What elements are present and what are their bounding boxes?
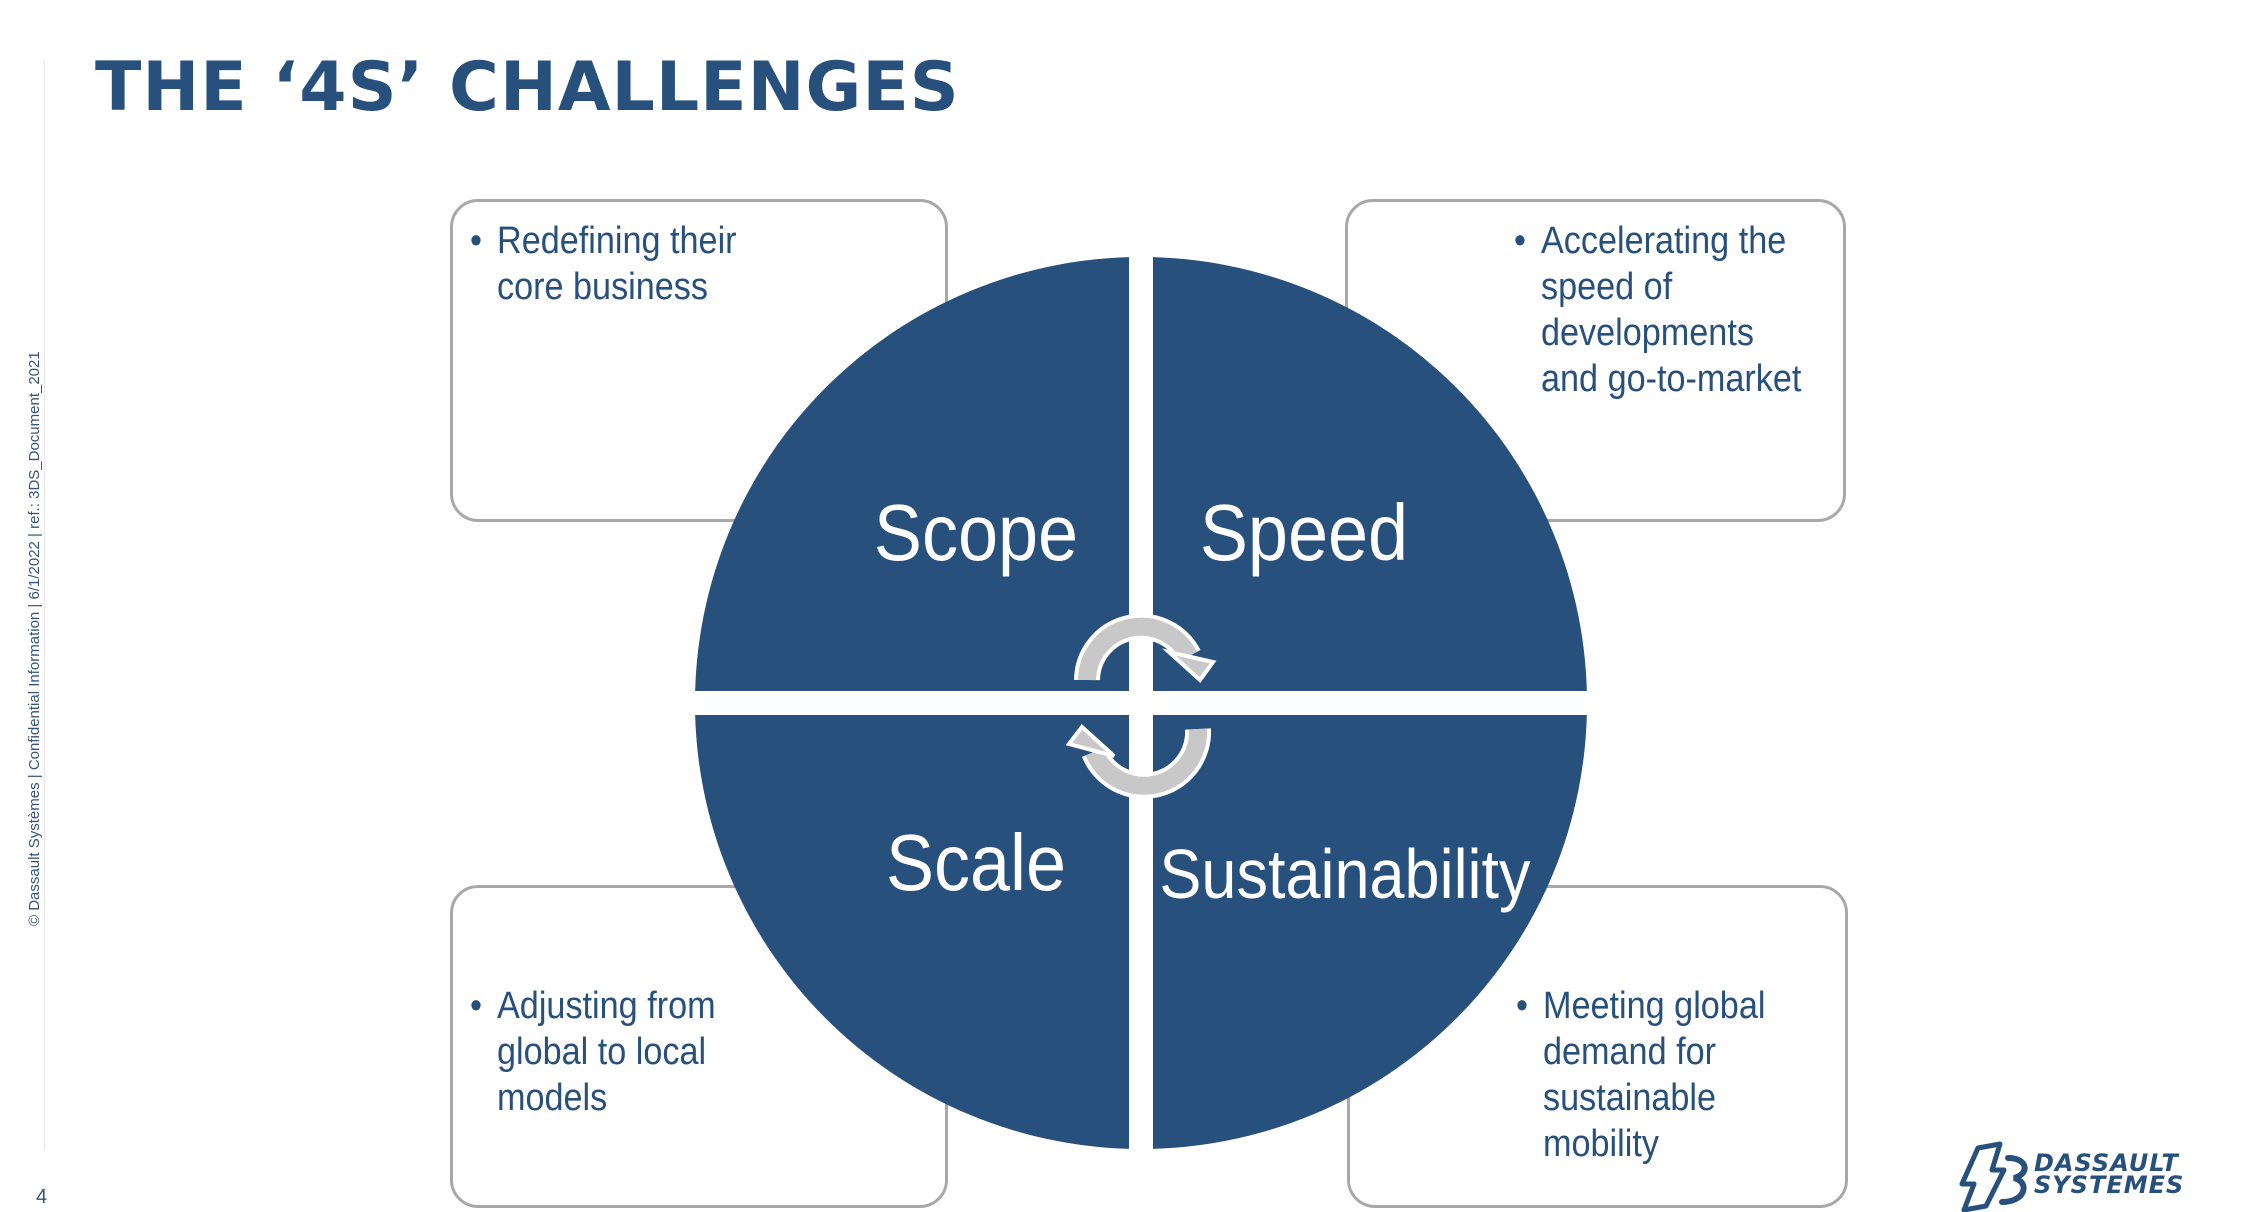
bullet-dot: •: [1514, 220, 1526, 262]
dassault-logo: DASSAULT SYSTEMES: [1956, 1140, 2196, 1212]
scope-bullet: • Redefining their core business: [470, 218, 737, 310]
side-divider: [44, 60, 45, 1150]
logo-line-2: SYSTEMES: [2034, 1171, 2185, 1199]
logo-line-1: DASSAULT: [2034, 1149, 2179, 1177]
sustainability-bullet: • Meeting global demand for sustainable …: [1516, 983, 1765, 1167]
page-number: 4: [36, 1186, 48, 1208]
speed-bullet: • Accelerating the speed of developments…: [1514, 218, 1801, 402]
3ds-logo-mark: [1959, 1141, 2028, 1212]
sustainability-label: Sustainability: [1159, 836, 1531, 914]
scope-bullet-text: Redefining their core business: [497, 220, 737, 308]
speed-label: Speed: [1200, 489, 1408, 578]
cycle-arrow-upper-head: [1161, 648, 1217, 683]
speed-bullet-text: Accelerating the speed of developments a…: [1541, 220, 1802, 400]
bullet-dot: •: [1516, 985, 1528, 1027]
page-title: THE ‘4S’ CHALLENGES: [95, 48, 960, 127]
cycle-arrow-lower-head: [1065, 724, 1116, 758]
bullet-dot: •: [470, 220, 482, 262]
scale-label: Scale: [886, 819, 1066, 908]
scope-label: Scope: [874, 489, 1078, 578]
cycle-arrows-icon: [1065, 613, 1217, 799]
sustainability-bullet-text: Meeting global demand for sustainable mo…: [1543, 985, 1766, 1165]
scale-quadrant: [695, 715, 1129, 1149]
bullet-dot: •: [470, 985, 482, 1027]
scale-bullet-text: Adjusting from global to local models: [497, 985, 716, 1119]
scale-bullet: • Adjusting from global to local models: [470, 983, 716, 1121]
scope-quadrant: [695, 257, 1129, 691]
